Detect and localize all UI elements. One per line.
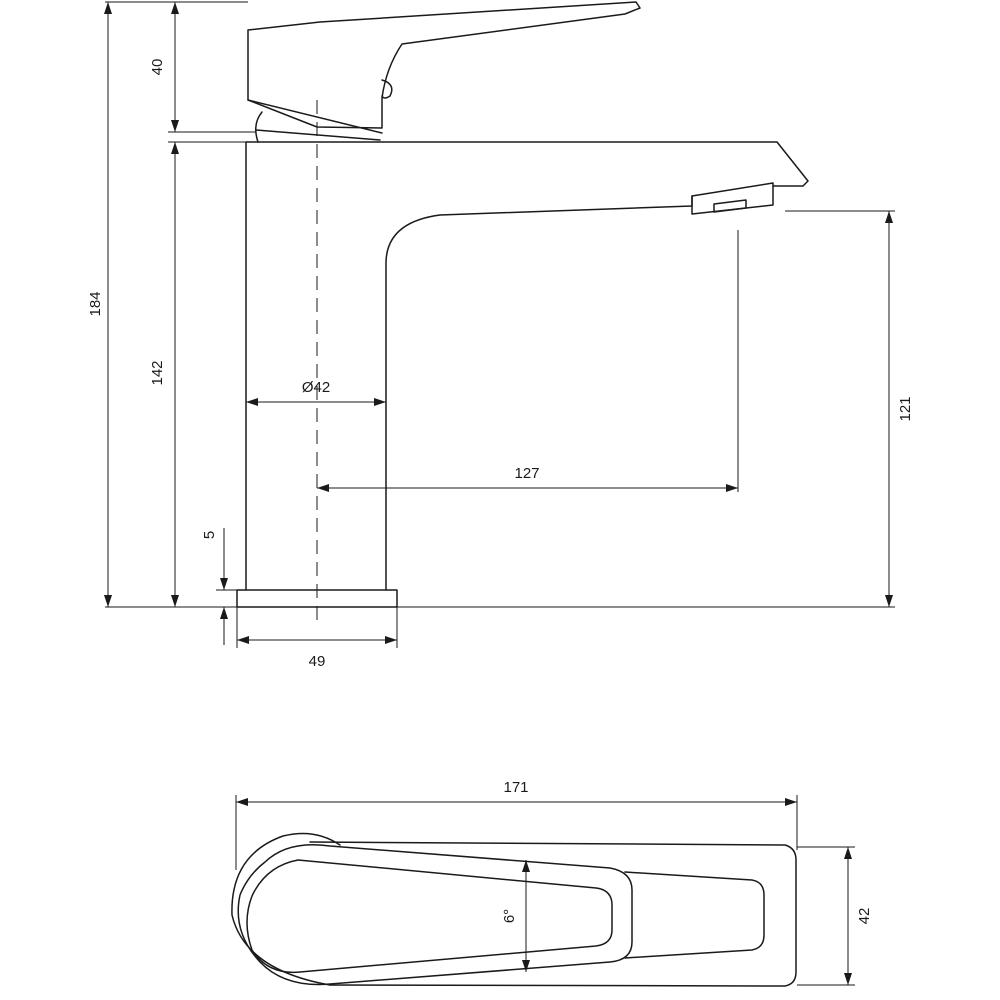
aerator-outlet xyxy=(713,199,747,213)
dim-label-base-thickness: 5 xyxy=(201,531,218,539)
dim-label-spout-reach: 127 xyxy=(514,465,539,482)
top-spout-outline xyxy=(309,841,797,987)
dim-base-thickness: 5 xyxy=(201,528,237,645)
dim-label-handle-height: 40 xyxy=(149,59,166,76)
handle xyxy=(247,1,641,129)
faucet-body xyxy=(245,141,809,591)
handle-bottom xyxy=(247,99,383,134)
top-handle-lever xyxy=(237,843,633,986)
dim-label-base-width: 49 xyxy=(309,653,326,670)
dim-label-top-length: 171 xyxy=(503,779,528,796)
dim-spout-height: 121 xyxy=(785,210,914,607)
top-view xyxy=(231,832,797,987)
handle-detail xyxy=(381,79,393,99)
handle-neck xyxy=(255,111,263,143)
top-base-outline xyxy=(231,832,341,986)
dim-body-diameter: Ø42 xyxy=(246,379,386,406)
dim-top-width: 42 xyxy=(797,846,873,986)
dim-label-handle-angle: 6° xyxy=(501,909,518,923)
dim-total-height: 184 xyxy=(87,1,248,607)
side-view xyxy=(105,1,895,620)
top-handle-inner xyxy=(246,859,613,974)
dim-top-length: 171 xyxy=(235,779,798,870)
dim-label-spout-height: 121 xyxy=(897,396,914,421)
dim-label-top-width: 42 xyxy=(856,908,873,925)
dim-spout-reach: 127 xyxy=(317,230,739,492)
dim-label-total-height: 184 xyxy=(87,291,104,316)
dim-label-body-height: 142 xyxy=(149,360,166,385)
top-spout-inner xyxy=(624,871,765,959)
dim-label-body-diameter: Ø42 xyxy=(302,379,330,396)
dim-base-width: 49 xyxy=(236,607,398,670)
dim-body-height: 142 xyxy=(149,141,246,607)
dim-handle-angle: 6° xyxy=(501,860,530,972)
dim-handle-height: 40 xyxy=(149,2,256,133)
handle-seat xyxy=(255,129,381,141)
